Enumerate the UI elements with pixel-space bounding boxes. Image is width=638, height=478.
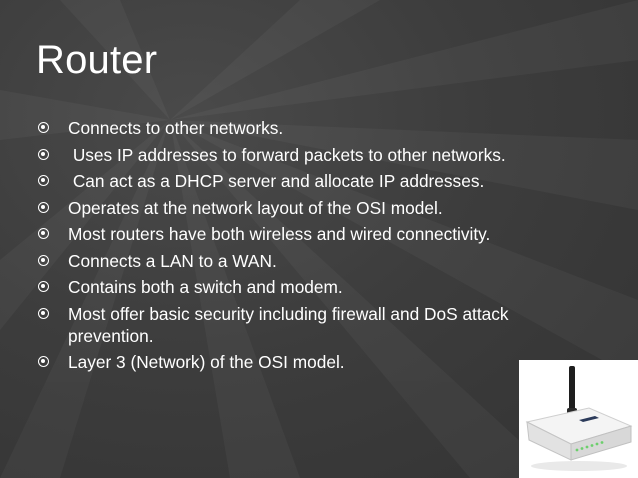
circle-bullet-icon [38,356,49,367]
bullet-item: Can act as a DHCP server and allocate IP… [38,170,558,192]
circle-bullet-icon [38,307,49,319]
circle-bullet-icon [38,122,49,133]
circle-bullet-icon [38,228,49,239]
bullet-text: Connects to other networks. [68,118,284,138]
router-image [519,360,638,478]
bullet-item: Most offer basic security including fire… [38,303,558,347]
bullet-text: Layer 3 (Network) of the OSI model. [68,352,345,372]
bullet-text: Contains both a switch and modem. [68,277,343,297]
circle-bullet-icon [38,254,49,266]
bullet-text: Connects a LAN to a WAN. [68,250,277,271]
bullet-text: Uses IP addresses to forward packets to … [68,144,506,165]
bullet-item: Operates at the network layout of the OS… [38,197,558,219]
router-icon [525,366,633,471]
circle-bullet-icon [38,201,49,213]
circle-bullet-icon [38,281,49,292]
circle-bullet-icon [38,175,49,186]
bullet-item: Connects a LAN to a WAN. [38,250,558,272]
bullet-item: Layer 3 (Network) of the OSI model. [38,351,558,373]
bullet-list: Connects to other networks. Uses IP addr… [38,117,558,378]
bullet-text: Most routers have both wireless and wire… [68,224,491,244]
circle-bullet-icon [38,148,49,160]
bullet-item: Most routers have both wireless and wire… [38,223,558,245]
bullet-text: Most offer basic security including fire… [68,303,509,346]
bullet-text: Operates at the network layout of the OS… [68,197,443,218]
slide-title: Router [36,38,158,82]
bullet-text: Can act as a DHCP server and allocate IP… [68,171,485,191]
bullet-item: Uses IP addresses to forward packets to … [38,144,558,166]
bullet-item: Connects to other networks. [38,117,558,139]
bullet-item: Contains both a switch and modem. [38,276,558,298]
